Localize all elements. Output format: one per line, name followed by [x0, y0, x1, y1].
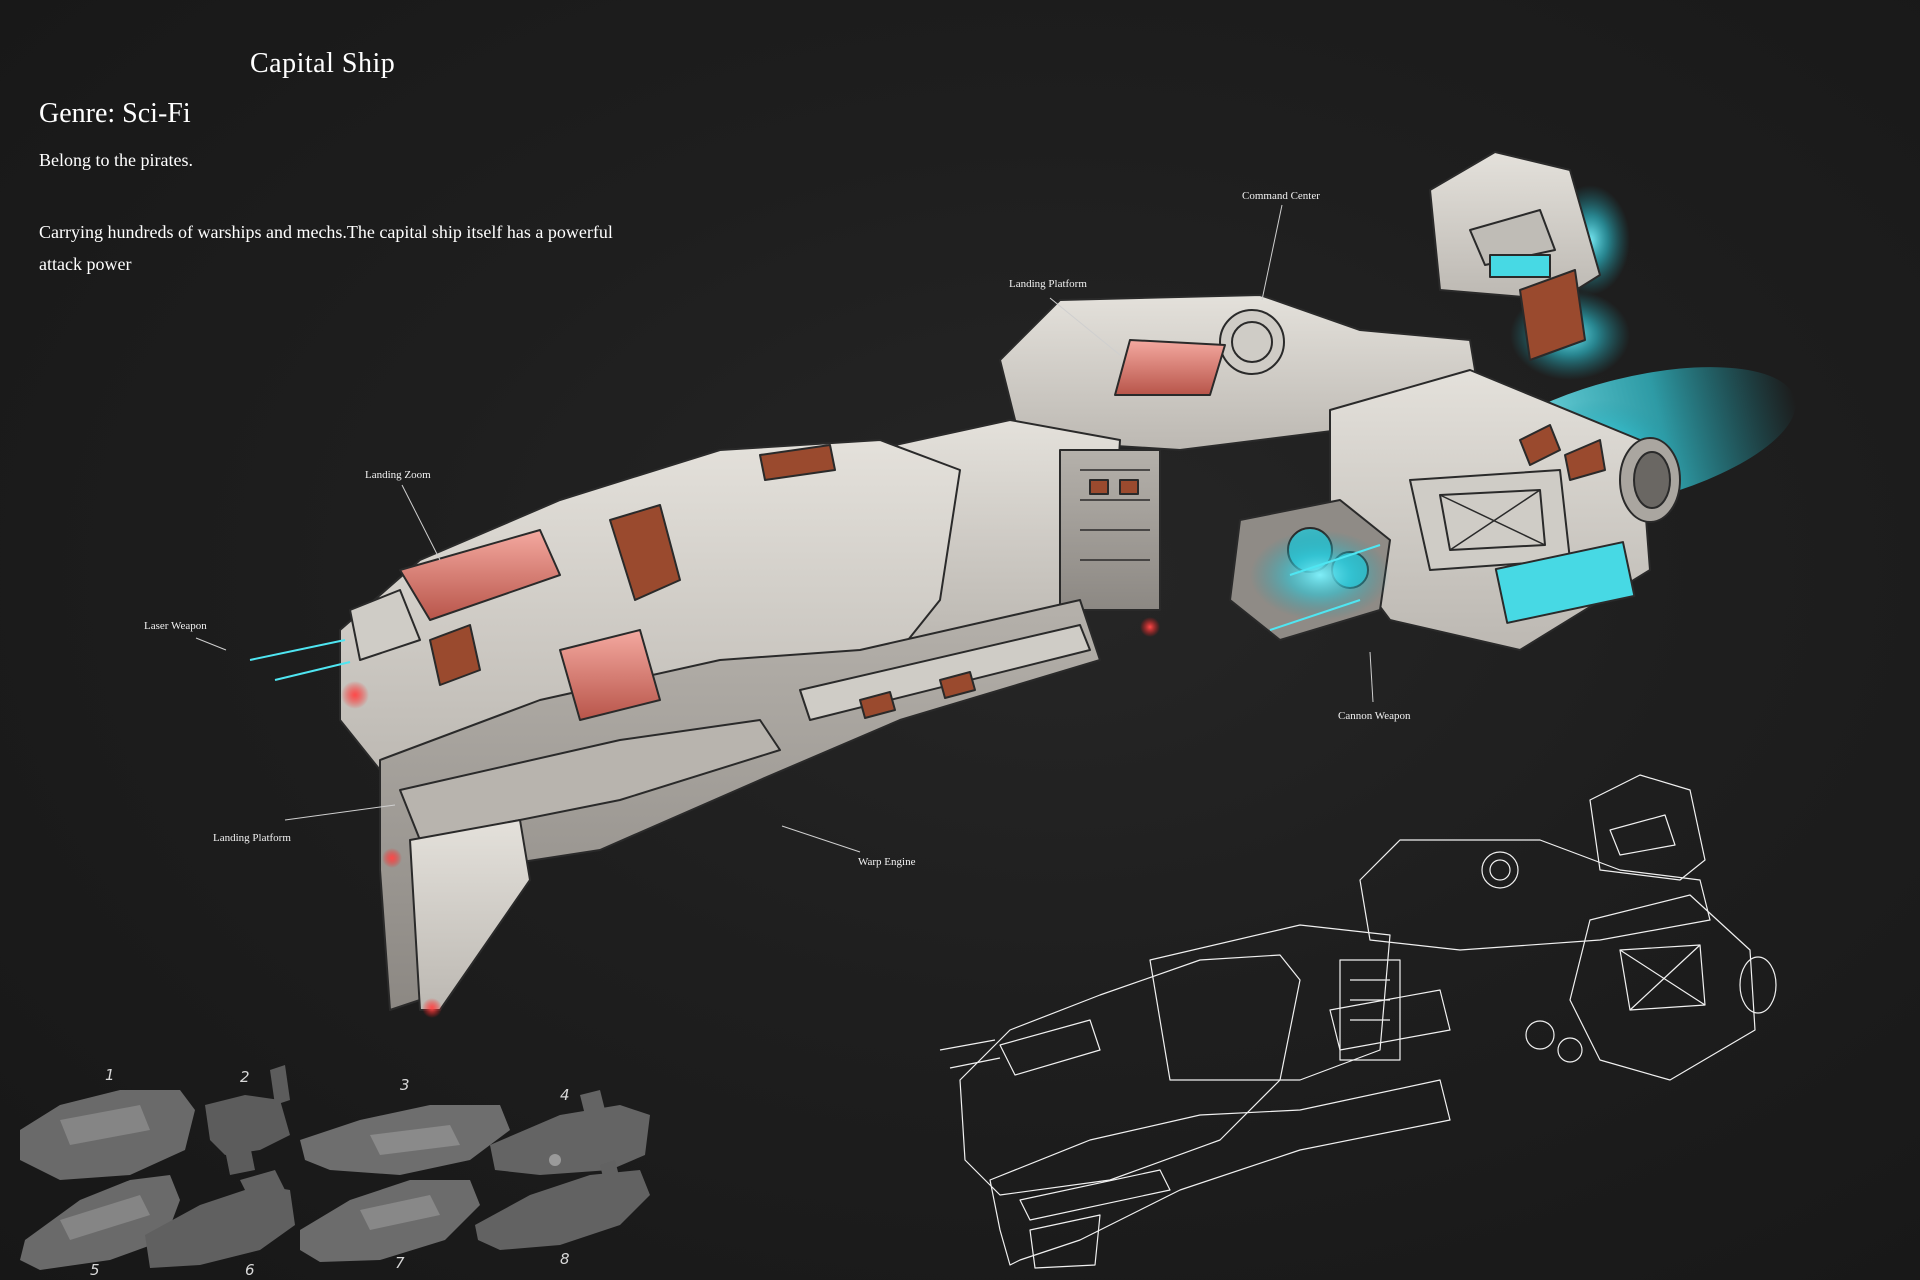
callout-warp-engine: Warp Engine [858, 856, 916, 868]
thumbnail-6 [145, 1170, 295, 1268]
callout-landing-platform-bottom: Landing Platform [213, 832, 291, 844]
line-art-sketch [939, 774, 1777, 1269]
genre-label: Genre: Sci-Fi [39, 98, 191, 129]
red-lights [341, 617, 1160, 1018]
thumbnail-2 [205, 1065, 290, 1175]
ship-hull [339, 151, 1681, 1011]
thumbnail-8 [475, 1160, 650, 1250]
thumbnail-4 [490, 1090, 650, 1175]
thumbnail-number-7: 7 [395, 1254, 405, 1272]
page-title: Capital Ship [250, 48, 396, 79]
thumbnail-number-4: 4 [560, 1086, 570, 1104]
description-faction: Belong to the pirates. [39, 150, 193, 170]
callout-cannon-weapon: Cannon Weapon [1338, 710, 1411, 722]
thumbnail-number-5: 5 [90, 1261, 100, 1279]
thumbnail-number-2: 2 [240, 1068, 250, 1086]
callout-landing-zoom: Landing Zoom [365, 469, 431, 481]
thumbnail-7 [300, 1180, 480, 1262]
thumbnail-number-1: 1 [105, 1066, 115, 1084]
thumbnail-3 [300, 1105, 510, 1175]
callout-command-center: Command Center [1242, 190, 1320, 202]
callout-landing-platform-top: Landing Platform [1009, 278, 1087, 290]
callout-lines [195, 204, 1374, 853]
thumbnail-number-3: 3 [400, 1076, 410, 1094]
callout-laser-weapon: Laser Weapon [144, 620, 207, 632]
thumbnail-number-8: 8 [560, 1250, 570, 1268]
thumbnail-5 [20, 1175, 180, 1270]
thumbnail-1 [20, 1090, 195, 1180]
description-capabilities: Carrying hundreds of warships and mechs.… [39, 222, 613, 274]
laser-beams [249, 544, 1381, 681]
thumbnail-sketches: 1 2 3 4 5 6 7 8 [20, 1065, 650, 1279]
thumbnail-numbers: 1 2 3 4 5 6 7 8 [90, 1066, 570, 1279]
thumbnail-number-6: 6 [245, 1261, 255, 1279]
